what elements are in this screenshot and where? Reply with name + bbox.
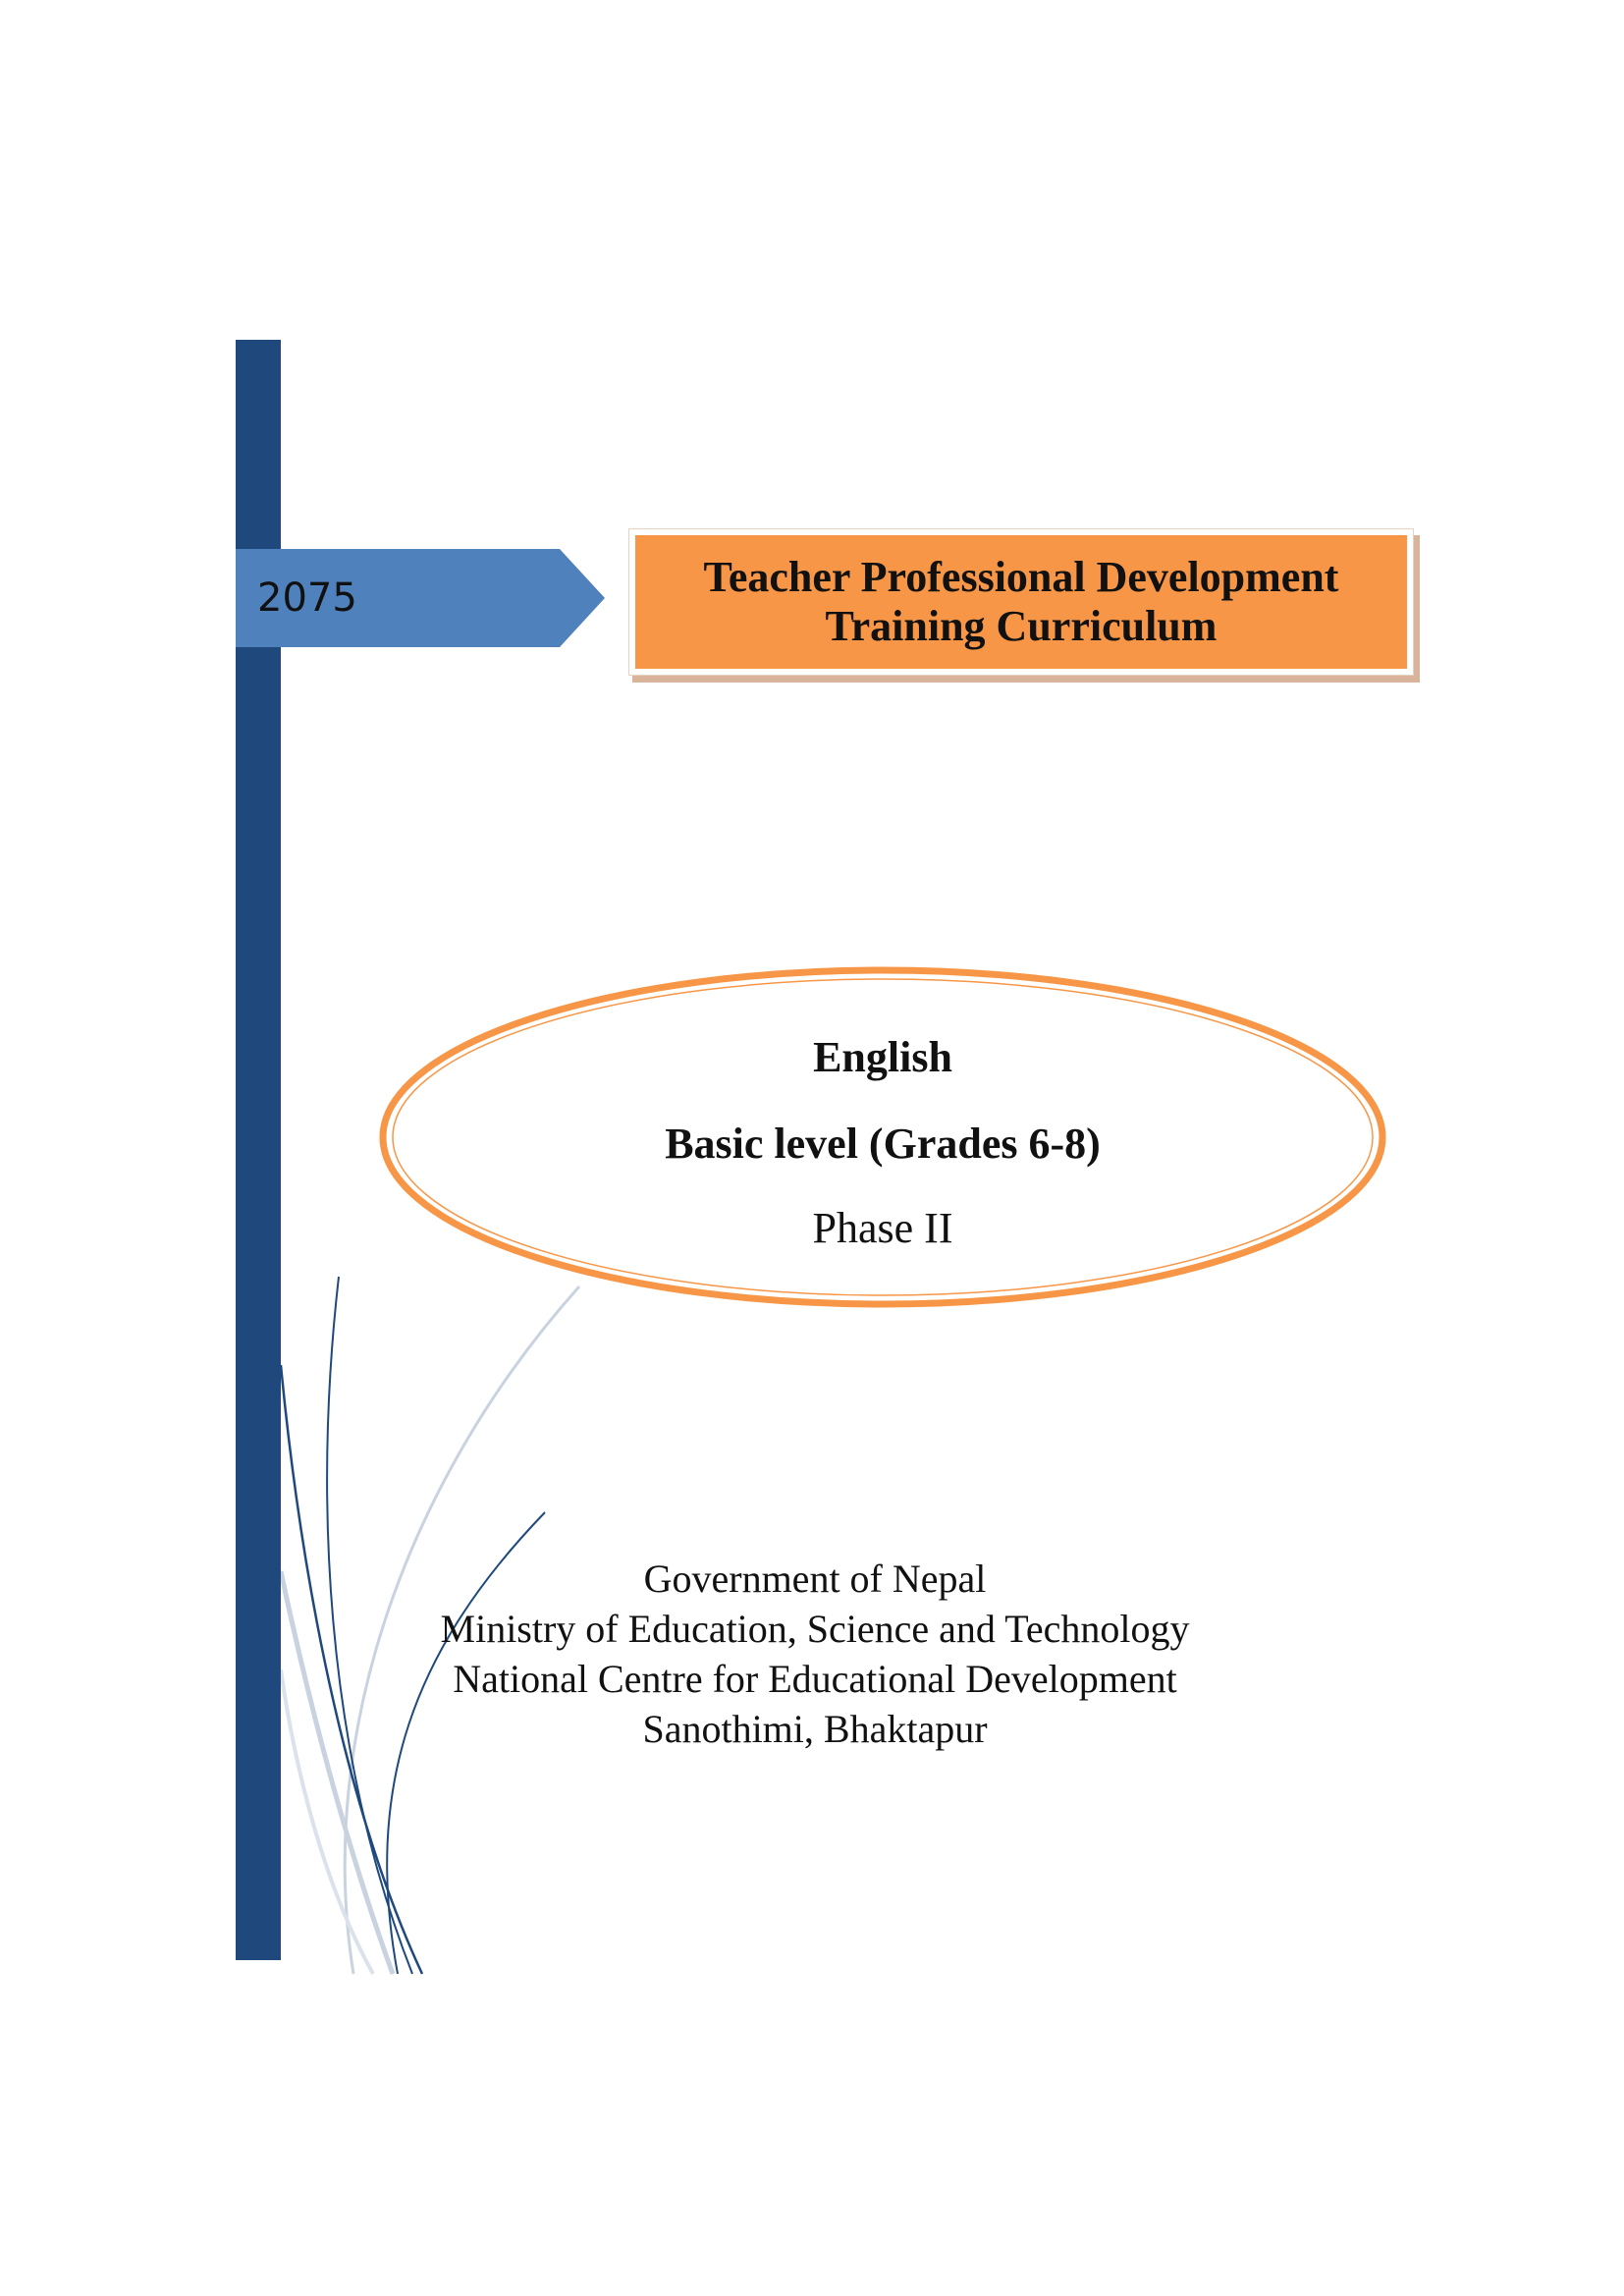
title-box-fill: Teacher Professional Development Trainin… <box>635 535 1407 669</box>
organization-block: Government of Nepal Ministry of Educatio… <box>412 1554 1218 1754</box>
decor-curve-dark-1 <box>326 1276 413 1975</box>
subject-block: English Basic level (Grades 6-8) Phase I… <box>377 964 1388 1310</box>
phase-text: Phase II <box>812 1204 953 1252</box>
org-line-ministry: Ministry of Education, Science and Techn… <box>440 1607 1190 1651</box>
year-tab-arrow-shape <box>236 549 605 647</box>
decor-curve-dark-3 <box>386 1511 546 1975</box>
year-tab: 2075 <box>236 549 605 647</box>
subject-ellipse: English Basic level (Grades 6-8) Phase I… <box>377 964 1388 1310</box>
year-label: 2075 <box>257 575 357 621</box>
decor-curve-dark-2 <box>279 1364 424 1975</box>
decor-curve-light-3 <box>279 1668 375 1975</box>
level-text: Basic level (Grades 6-8) <box>665 1120 1101 1168</box>
title-line-2: Training Curriculum <box>825 602 1218 650</box>
org-line-location: Sanothimi, Bhaktapur <box>642 1707 988 1751</box>
org-line-centre: National Centre for Educational Developm… <box>453 1657 1177 1701</box>
org-line-government: Government of Nepal <box>643 1557 987 1601</box>
title-box: Teacher Professional Development Trainin… <box>628 528 1414 676</box>
decor-curve-light-1 <box>343 1285 581 1975</box>
ellipse-outline <box>379 966 1386 1308</box>
decor-curve-light-2 <box>278 1570 396 1975</box>
subject-title: English <box>813 1033 952 1081</box>
title-line-1: Teacher Professional Development <box>703 553 1339 601</box>
